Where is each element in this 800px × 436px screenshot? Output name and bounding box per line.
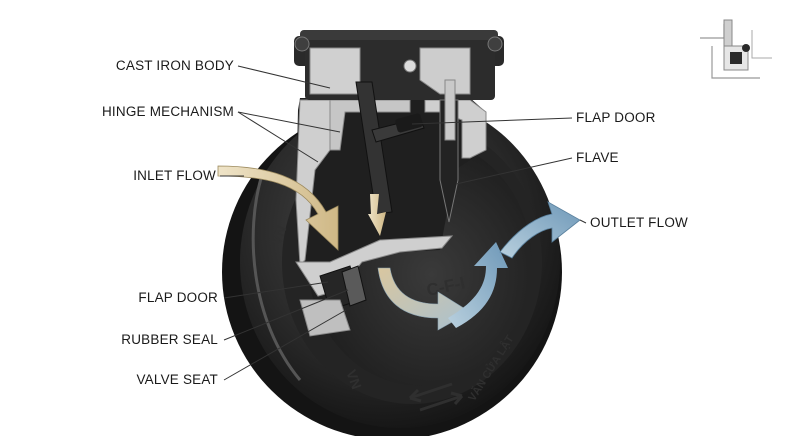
cast-mark-vn-left: VN xyxy=(268,223,290,247)
label-flap-door-left: FLAP DOOR xyxy=(138,290,218,305)
leader-flap-door-left xyxy=(223,281,329,299)
label-flave: FLAVE xyxy=(576,150,619,165)
label-hinge-mechanism: HINGE MECHANISM xyxy=(101,104,234,119)
label-rubber-seal: RUBBER SEAL xyxy=(121,332,218,347)
leader-flave xyxy=(455,157,573,185)
leader-outlet-flow xyxy=(579,219,587,224)
label-inlet-flow: INLET FLOW xyxy=(133,168,216,183)
leader-flap-door-right xyxy=(411,117,573,125)
leader-cast-iron-body xyxy=(237,65,331,89)
inset-schematic xyxy=(690,12,776,90)
leader-hinge-mechanism xyxy=(237,111,341,133)
leader-hinge-mechanism-2 xyxy=(237,111,319,163)
cast-mark-vn-bottom: VN xyxy=(343,368,365,392)
cutaway-section xyxy=(294,30,504,337)
leader-rubber-seal xyxy=(223,289,349,341)
label-valve-seat: VALVE SEAT xyxy=(136,372,218,387)
leader-lines xyxy=(220,65,587,381)
label-flap-door-right: FLAP DOOR xyxy=(576,110,656,125)
bonnet-bolt xyxy=(294,36,503,73)
inlet-flow-arrow xyxy=(217,165,386,251)
flow-direction-emblem xyxy=(408,382,464,412)
label-cast-iron-body: CAST IRON BODY xyxy=(115,58,234,73)
label-outlet-flow: OUTLET FLOW xyxy=(590,215,688,230)
leader-valve-seat xyxy=(223,309,347,381)
